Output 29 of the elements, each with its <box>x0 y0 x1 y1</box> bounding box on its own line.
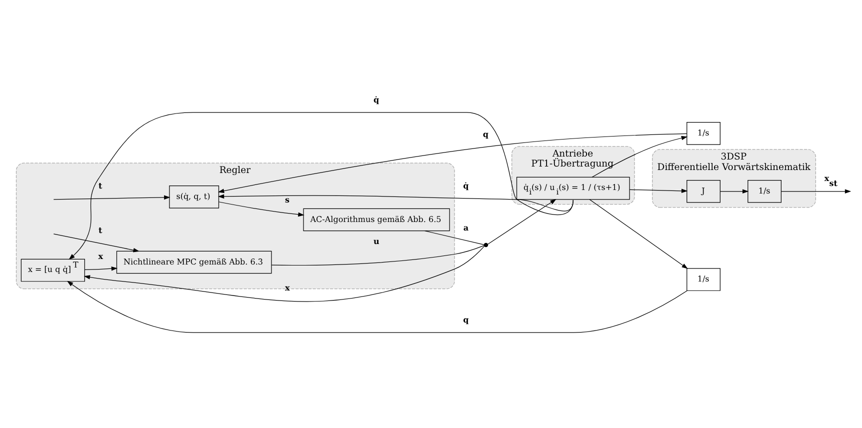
edge-label: s <box>285 194 290 204</box>
arrow <box>84 245 485 302</box>
arrow <box>53 194 170 200</box>
arrow <box>218 201 304 216</box>
arrow <box>592 135 688 177</box>
arrow <box>629 188 688 193</box>
node-circle <box>484 242 488 247</box>
arrow <box>218 132 688 193</box>
arrow <box>66 280 688 332</box>
edge-label: x <box>98 250 104 260</box>
connector <box>271 244 484 266</box>
edge-label: t <box>98 224 102 234</box>
arrow <box>53 233 140 252</box>
edge-label: t <box>98 180 102 190</box>
arrow <box>218 194 574 211</box>
arrow <box>781 188 852 194</box>
edge-label: a <box>463 222 469 232</box>
arrow <box>589 198 688 268</box>
arrow <box>720 188 749 194</box>
arrow <box>487 198 556 244</box>
arrow <box>68 112 574 260</box>
edge-label: q̇ <box>463 180 469 190</box>
arrow <box>84 266 118 270</box>
edge-label: q̇ <box>373 94 380 104</box>
edge-label: q <box>463 314 469 324</box>
connector <box>424 230 484 244</box>
edge-label: u <box>373 236 380 246</box>
edge-label: q <box>482 128 488 138</box>
edge-label: x <box>285 282 290 292</box>
